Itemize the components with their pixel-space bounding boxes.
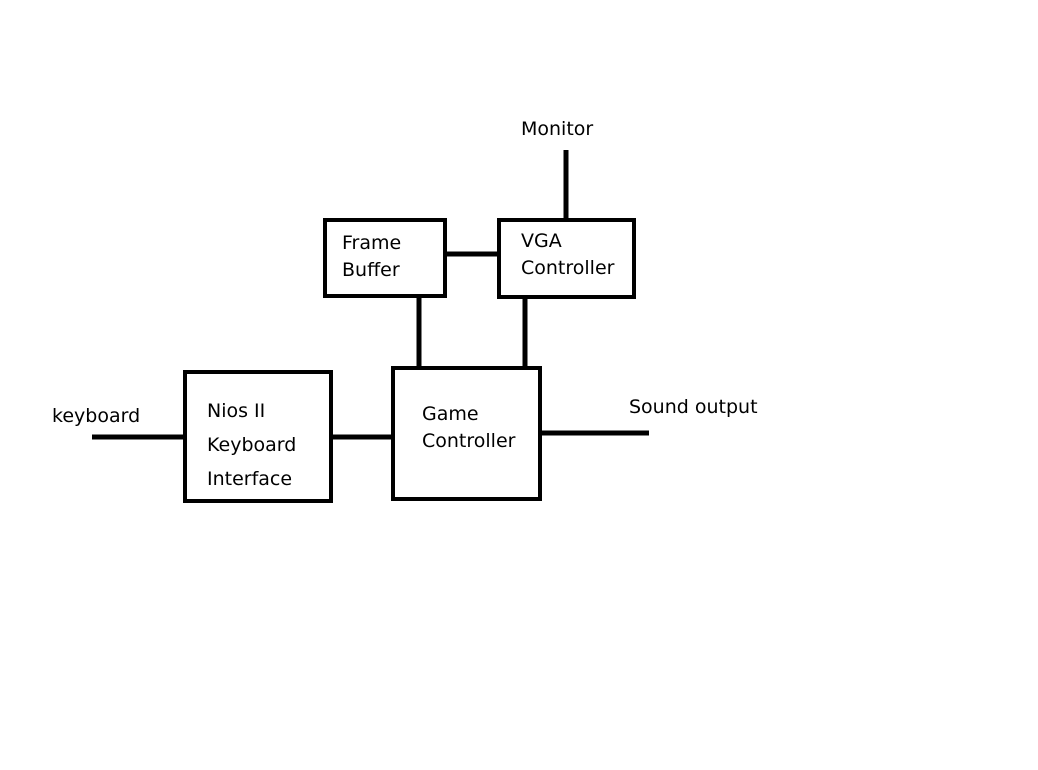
- game-controller-box: [391, 366, 542, 501]
- nios-keyboard-interface-box: [183, 370, 333, 503]
- vga-controller-label: VGA Controller: [521, 228, 614, 282]
- frame-buffer-label: Frame Buffer: [342, 230, 401, 284]
- nios-line-3: Interface: [207, 468, 293, 490]
- game-controller-line-2: Controller: [422, 430, 516, 452]
- frame-buffer-line-2: Buffer: [342, 259, 400, 281]
- vga-controller-box: [497, 218, 636, 299]
- monitor-label: Monitor: [521, 118, 594, 140]
- vga-controller-line-2: Controller: [521, 257, 615, 279]
- keyboard-label: keyboard: [52, 405, 141, 427]
- nios-line-2: Keyboard: [207, 434, 297, 456]
- game-controller-label: Game Controller: [422, 401, 515, 455]
- nios-line-1: Nios II: [207, 400, 266, 422]
- nios-keyboard-interface-label: Nios II Keyboard Interface: [207, 394, 296, 496]
- frame-buffer-box: [323, 218, 447, 298]
- sound-output-label: Sound output: [629, 396, 758, 418]
- game-controller-line-1: Game: [422, 403, 479, 425]
- vga-controller-line-1: VGA: [521, 230, 562, 252]
- frame-buffer-line-1: Frame: [342, 232, 402, 254]
